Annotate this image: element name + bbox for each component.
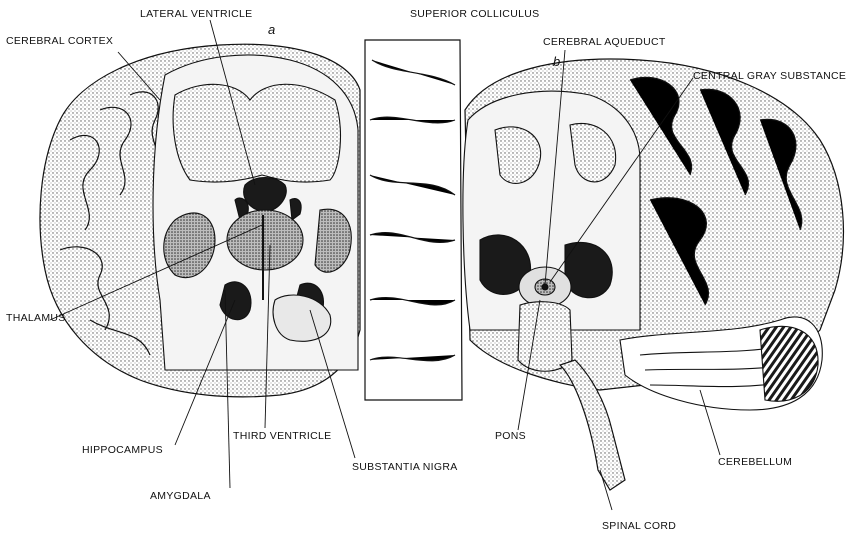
panel-label-b: b: [553, 54, 560, 69]
coronal-section-a: [153, 55, 358, 370]
label-substantia-nigra: SUBSTANTIA NIGRA: [352, 461, 458, 473]
label-hippocampus: HIPPOCAMPUS: [82, 444, 163, 456]
label-superior-colliculus: SUPERIOR COLLICULUS: [410, 8, 539, 20]
panel-label-a: a: [268, 22, 275, 37]
label-pons: PONS: [495, 430, 526, 442]
middle-slab: [365, 40, 462, 400]
label-cerebellum: CEREBELLUM: [718, 456, 792, 468]
label-cerebral-aqueduct: CEREBRAL AQUEDUCT: [543, 36, 666, 48]
coronal-section-b: [463, 91, 640, 371]
label-amygdala: AMYGDALA: [150, 490, 211, 502]
label-lateral-ventricle: LATERAL VENTRICLE: [140, 8, 252, 20]
label-spinal-cord: SPINAL CORD: [602, 520, 676, 532]
label-third-ventricle: THIRD VENTRICLE: [233, 430, 331, 442]
label-thalamus: THALAMUS: [6, 312, 66, 324]
label-central-gray-substance: CENTRAL GRAY SUBSTANCE: [693, 70, 846, 82]
label-cerebral-cortex: CEREBRAL CORTEX: [6, 35, 113, 47]
